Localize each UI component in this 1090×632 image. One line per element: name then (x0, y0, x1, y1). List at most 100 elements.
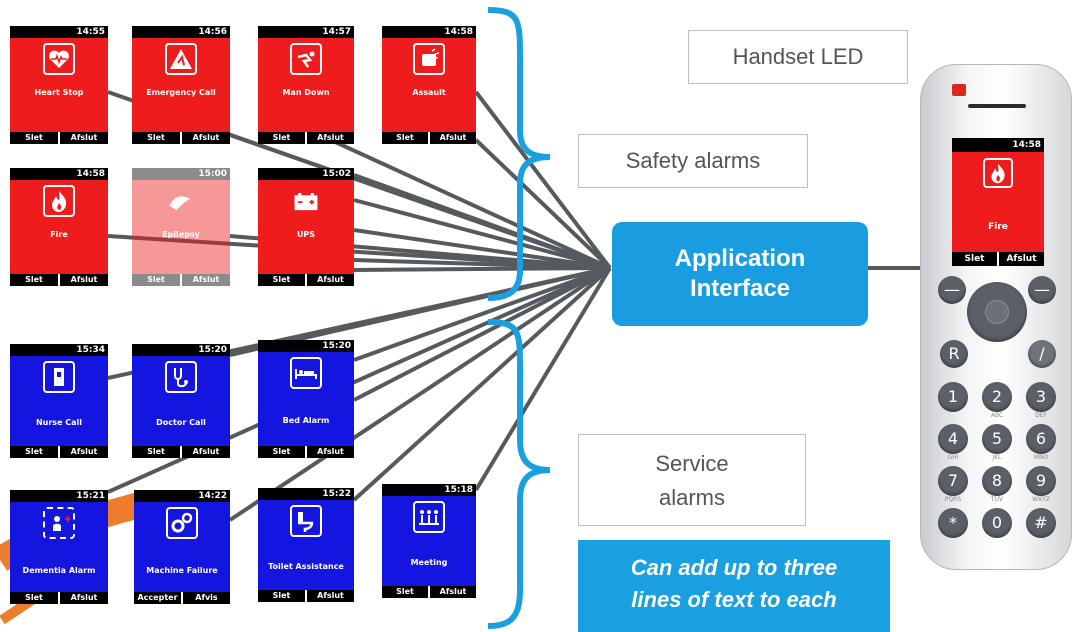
keypad-key[interactable]: # (1026, 508, 1056, 538)
nurse-call-icon (43, 361, 75, 393)
handset-led-label: Handset LED (688, 30, 908, 84)
keypad-key-letters: JKL (992, 454, 1002, 461)
handset-speaker (968, 104, 1026, 108)
softkey-right[interactable]: Afslut (58, 132, 108, 144)
screen-title: Assault (412, 88, 446, 97)
battery-icon (290, 185, 322, 217)
softkey-left[interactable]: Slet (396, 133, 414, 142)
softkey-right[interactable]: Afslut (180, 274, 230, 286)
softkey-right[interactable]: Afslut (58, 446, 108, 458)
keypad-key[interactable]: 3 (1026, 382, 1056, 412)
service-alarms-line1: Service (655, 451, 729, 476)
handset-led (952, 84, 966, 96)
softkey-right[interactable]: Afslut (58, 592, 108, 604)
keypad-key[interactable]: * (938, 508, 968, 538)
application-interface-box: Application Interface (612, 222, 868, 326)
softkey-left[interactable]: Slet (25, 447, 43, 456)
keypad-key[interactable]: 5 (982, 424, 1012, 454)
nav-center-button[interactable] (985, 300, 1009, 324)
screen-time: 15:18 (382, 484, 476, 496)
gears-icon (166, 507, 198, 539)
man-down-screen: 14:57 Man Down Slet Afslut (258, 26, 354, 144)
softkey-left[interactable]: Slet (272, 591, 291, 600)
softkey-right[interactable]: Afslut (305, 446, 354, 458)
screen-time: 14:58 (382, 26, 476, 38)
toilet-icon (290, 505, 322, 537)
man-down-icon (290, 43, 322, 75)
note-box: Can add up to three lines of text to eac… (578, 540, 890, 632)
keypad-key[interactable]: 8 (982, 466, 1012, 496)
softkey-left[interactable]: Slet (272, 447, 291, 456)
service-alarms-label: Service alarms (578, 434, 806, 526)
softkey-right[interactable]: Afvis (181, 592, 230, 604)
left-soft-key[interactable]: — (938, 276, 966, 304)
softkey-right[interactable]: Afslut (428, 586, 476, 598)
softkey-right[interactable]: Afslut (428, 132, 476, 144)
assault-icon (413, 43, 445, 75)
service-brace (487, 319, 551, 629)
screen-title: Man Down (282, 88, 330, 97)
screen-time: 15:34 (10, 344, 108, 356)
call-key[interactable]: / (1028, 340, 1056, 368)
screen-time: 14:57 (258, 26, 354, 38)
screen-time: 15:20 (132, 344, 230, 356)
meeting-screen: 15:18 Meeting Slet Afslut (382, 484, 476, 598)
softkey-left[interactable]: Slet (25, 593, 43, 602)
screen-time: 14:58 (10, 168, 108, 180)
softkey-right[interactable]: Afslut (58, 274, 108, 286)
keypad-key-letters: DEF (1035, 412, 1047, 419)
meeting-icon (413, 501, 445, 533)
softkey-left[interactable]: Slet (147, 275, 165, 284)
keypad-key-letters: GHI (947, 454, 959, 461)
right-soft-key[interactable]: — (1028, 276, 1056, 304)
screen-time: 15:21 (10, 490, 108, 502)
note-line1: Can add up to three (630, 555, 838, 580)
softkey-left[interactable]: Slet (25, 275, 43, 284)
keypad-key[interactable]: 7 (938, 466, 968, 496)
screen-time: 14:56 (132, 26, 230, 38)
keypad-key[interactable]: 6 (1026, 424, 1056, 454)
screen-title: Bed Alarm (282, 416, 330, 425)
softkey-left[interactable]: Slet (272, 275, 291, 284)
screen-title: Machine Failure (146, 566, 218, 575)
screen-time: 15:00 (132, 168, 230, 180)
service-alarms-line2: alarms (658, 485, 725, 510)
softkey-right[interactable]: Afslut (180, 132, 230, 144)
keypad-key[interactable]: 9 (1026, 466, 1056, 496)
keypad-key-letters: TUV (990, 496, 1004, 503)
handset-softkey-right[interactable]: Afslut (997, 252, 1044, 266)
r-key[interactable]: R (940, 340, 968, 368)
keypad-key[interactable]: 0 (982, 508, 1012, 538)
softkey-right[interactable]: Afslut (305, 274, 354, 286)
keypad-key-letters: ABC (990, 412, 1004, 419)
screen-time: 14:22 (134, 490, 230, 502)
epilepsy-icon (165, 185, 197, 217)
bed-icon (290, 357, 322, 389)
handset-softkey-left[interactable]: Slet (964, 254, 985, 264)
screen-time: 15:22 (258, 488, 354, 500)
softkey-right[interactable]: Afslut (305, 132, 354, 144)
screen-title: Emergency Call (146, 88, 216, 97)
softkey-left[interactable]: Slet (25, 133, 43, 142)
softkey-left[interactable]: Slet (272, 133, 291, 142)
softkey-left[interactable]: Slet (396, 587, 414, 596)
softkey-left[interactable]: Slet (147, 133, 165, 142)
keypad-key[interactable]: 1 (938, 382, 968, 412)
softkey-right[interactable]: Afslut (180, 446, 230, 458)
note-line2: lines of text to each (631, 587, 837, 612)
navigation-pad[interactable] (967, 282, 1027, 342)
softkey-left[interactable]: Slet (147, 447, 165, 456)
softkey-right[interactable]: Afslut (305, 590, 354, 602)
screen-title: Fire (50, 230, 68, 239)
dementia-icon (43, 507, 75, 539)
softkey-left[interactable]: Accepter (137, 593, 178, 602)
keypad-key[interactable]: 2 (982, 382, 1012, 412)
assault-screen: 14:58 Assault Slet Afslut (382, 26, 476, 144)
keypad-key[interactable]: 4 (938, 424, 968, 454)
screen-title: Meeting (410, 558, 448, 567)
